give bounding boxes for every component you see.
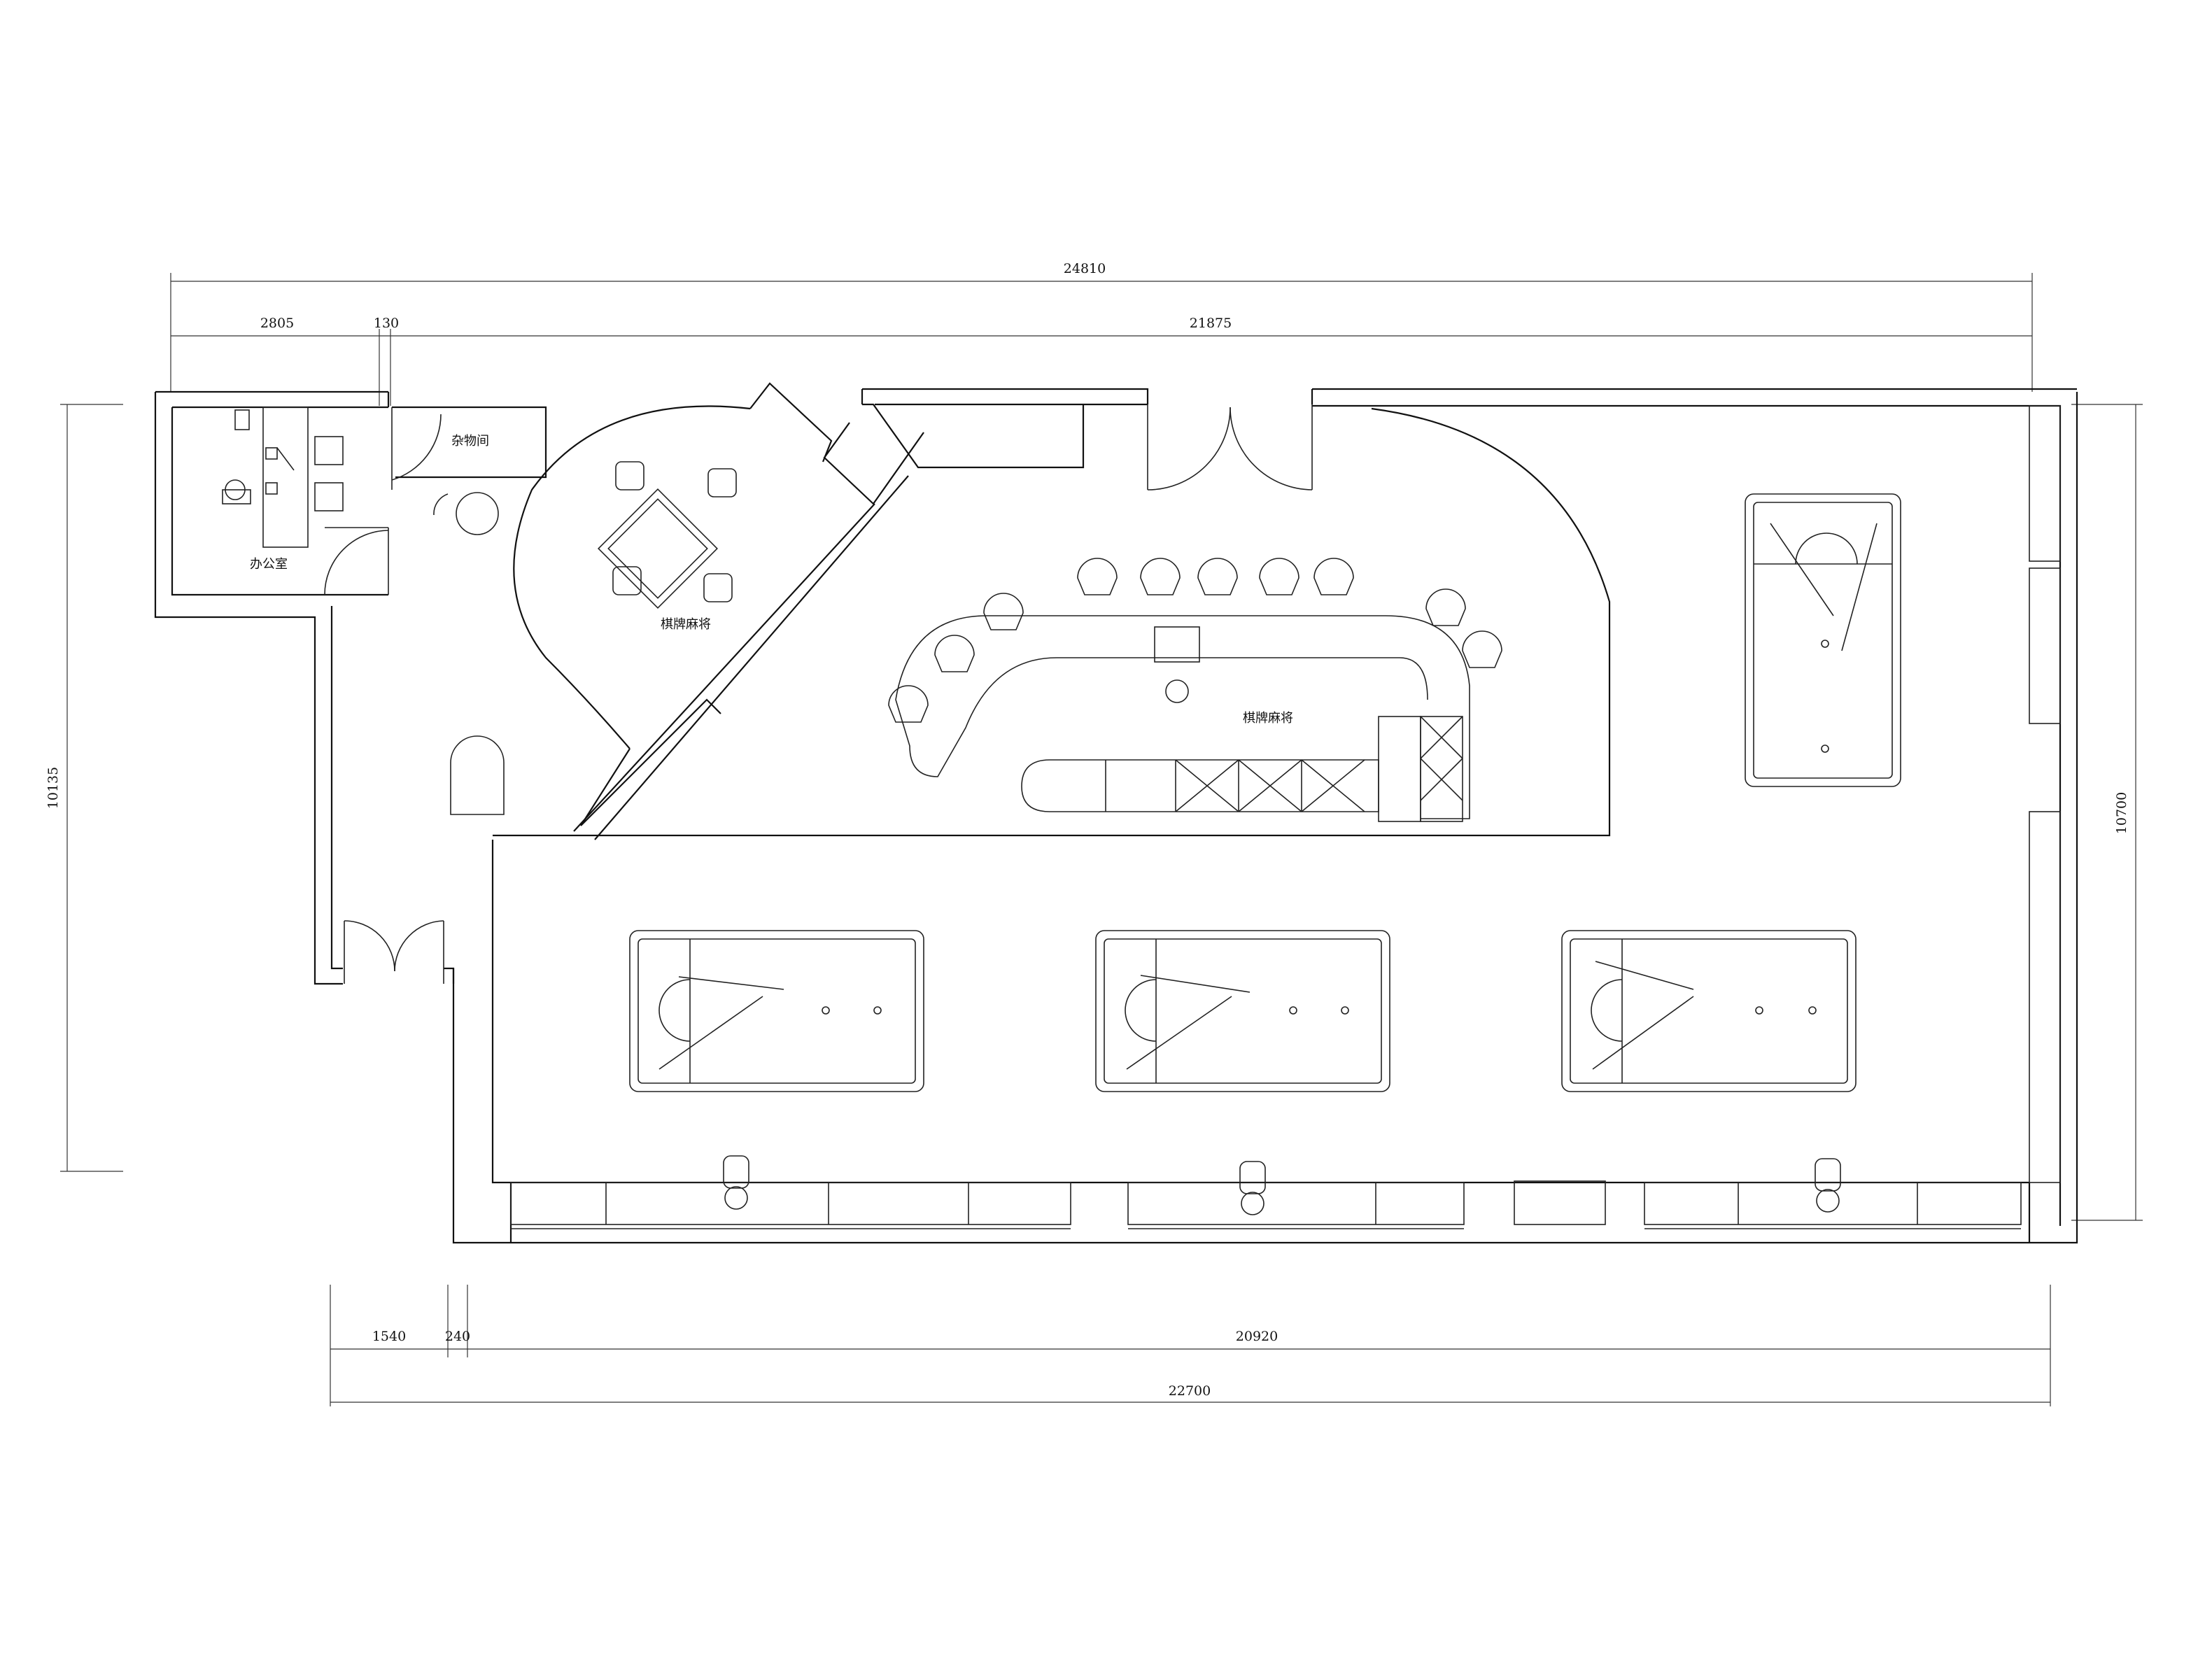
dim-top-right: 21875 [1190,316,1232,331]
dim-top-total: 24810 [1064,261,1106,276]
mahjong-room-label: 棋牌麻将 [661,617,711,632]
billiard-table-1 [629,930,924,1092]
mahjong-room [513,382,833,826]
dim-bottom-total: 22700 [1169,1383,1211,1399]
dim-left-height: 10135 [45,767,61,809]
bar-counter [493,407,1611,837]
dim-right-height: 10700 [2114,792,2129,834]
storage-label: 杂物间 [451,434,489,449]
dim-top-gap: 130 [374,316,399,331]
dim-bottom-c: 20920 [1236,1329,1278,1344]
diagonal-wall [573,403,1085,840]
billiard-table-2 [1095,930,1390,1092]
dim-top-left: 2805 [260,316,294,331]
billiard-table-3 [1561,930,1857,1092]
dim-bottom-b: 240 [445,1329,470,1344]
bar-area-label: 棋牌麻将 [1243,711,1293,726]
outer-walls [154,388,2078,1244]
office-label: 办公室 [250,557,288,572]
doors [344,404,1313,984]
storage-room [391,407,499,535]
dim-bottom-a: 1540 [372,1329,406,1344]
people [723,1155,1841,1215]
dimension-lines [60,273,2143,1406]
billiard-table-4 [1745,493,1901,787]
bottom-benches [510,1180,2022,1229]
office [222,407,389,595]
right-recesses [2029,405,2061,1183]
